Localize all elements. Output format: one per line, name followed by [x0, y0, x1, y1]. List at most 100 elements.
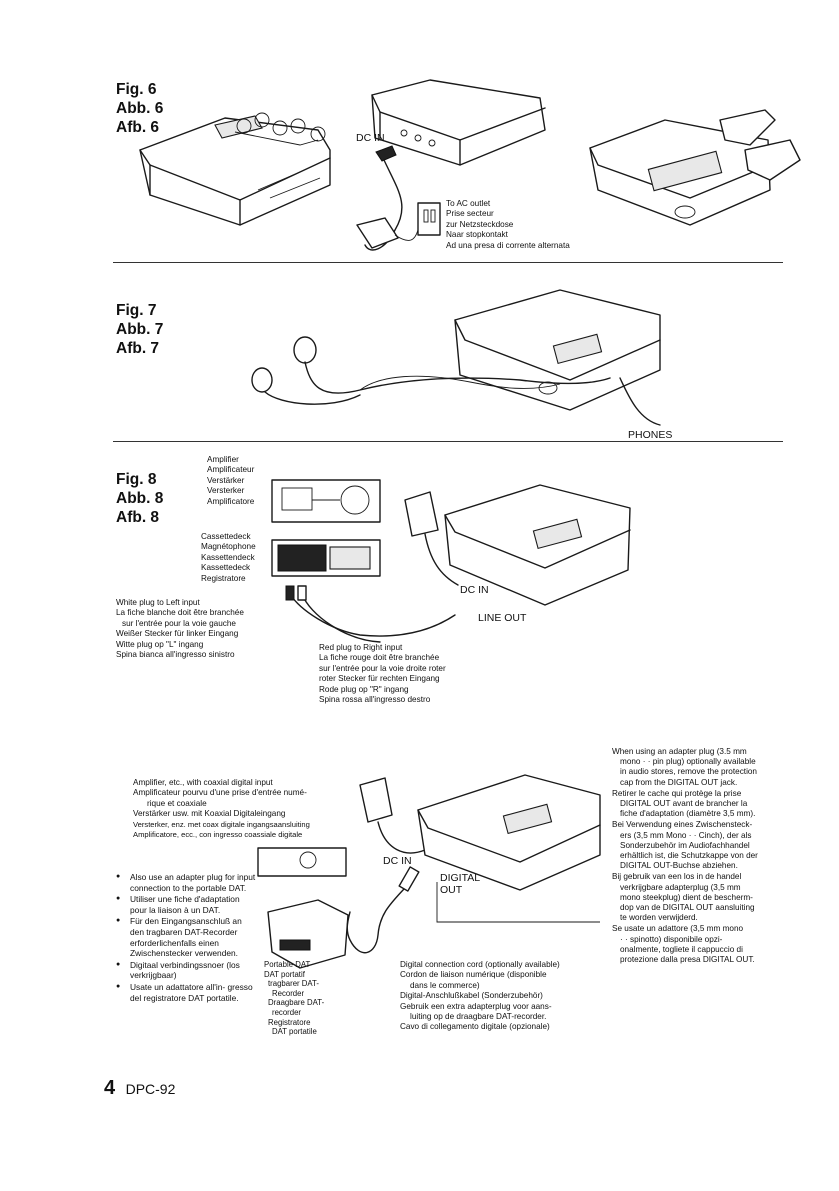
note-line: Sonderzubehör im Audiofachhandel: [620, 840, 750, 850]
dat-line: Recorder: [272, 988, 305, 998]
divider: [113, 262, 783, 263]
red-plug-line: sur l'entrée pour la voie droite roter: [319, 663, 446, 673]
headphones-player-illustration: [251, 289, 661, 426]
note-line: Bij gebruik van een los in de handel: [612, 872, 742, 882]
dat-line: DAT portatif: [264, 969, 305, 979]
coax-line: Amplifier, etc., with coaxial digital in…: [133, 778, 273, 787]
bullet-item: Für den Eingangsanschluß an den tragbare…: [116, 916, 258, 958]
white-plug-line: Spina bianca all'ingresso sinistro: [116, 650, 235, 660]
fig8-connection-illustration: [271, 479, 631, 643]
digital-cord-caption: Digital connection cord (optionally avai…: [400, 960, 560, 1033]
coax-line: Amplificatore, ecc., con ingresso coassi…: [133, 830, 303, 840]
fig8-label-nl: Afb. 8: [116, 509, 160, 526]
fig9-digital-illustration: [257, 774, 601, 969]
outlet-line: zur Netzsteckdose: [446, 219, 514, 229]
dat-line: Draagbare DAT-: [268, 998, 325, 1008]
bullet-item: Also use an adapter plug for input conne…: [116, 872, 258, 893]
note-nl: Bij gebruik van een los in de handel ver…: [612, 872, 800, 923]
note-line: mono · · pin plug) optionally available: [620, 757, 756, 767]
note-line: DIGITAL OUT-Buchse abziehen.: [620, 861, 738, 871]
amplifier-line: Verstärker: [207, 475, 245, 485]
cord-line: luiting op de draagbare DAT-recorder.: [410, 1012, 547, 1022]
bullet-item: Usate un adattatore all'in- gresso del r…: [116, 982, 258, 1003]
player-battery-illustration: [139, 112, 331, 226]
bullet-item: Utiliser une fiche d'adaptation pour la …: [116, 894, 258, 915]
cassette-caption: Cassettedeck Magnétophone Kassettendeck …: [201, 532, 256, 584]
digital-out-label: DIGITAL OUT: [440, 872, 480, 896]
fig8-dc-in-label: DC IN: [460, 584, 489, 596]
fig7-label-de: Abb. 7: [116, 321, 164, 338]
white-plug-caption: White plug to Left input La fiche blanch…: [116, 598, 244, 660]
white-plug-line: Witte plug op "L" ingang: [116, 639, 204, 649]
red-plug-line: roter Stecker für rechten Eingang: [319, 674, 440, 684]
digital-out-line: OUT: [440, 884, 463, 896]
cassette-line: Registratore: [201, 573, 246, 583]
note-line: dop van de DIGITAL OUT aansluiting: [620, 903, 755, 913]
outlet-line: Ad una presa di corrente alternata: [446, 240, 570, 250]
note-line: Bei Verwendung eines Zwischensteck-: [612, 820, 753, 830]
coax-line: Verstärker usw. mit Koaxial Digitaleinga…: [133, 809, 286, 819]
note-fr: Retirer le cache qui protège la prise DI…: [612, 789, 800, 820]
note-line: verkrijgbare adapterplug (3,5 mm: [620, 882, 741, 892]
note-line: ers (3,5 mm Mono · · Cinch), der als: [620, 830, 752, 840]
cord-line: Digital connection cord (optionally avai…: [400, 960, 560, 969]
dc-in-illustration: [356, 79, 546, 251]
red-plug-line: Spina rossa all'ingresso destro: [319, 695, 431, 705]
amplifier-coax-caption: Amplifier, etc., with coaxial digital in…: [133, 778, 310, 840]
page-number: 4: [104, 1077, 116, 1099]
cassette-line: Cassettedeck: [201, 532, 251, 541]
amplifier-line: Amplifier: [207, 455, 239, 464]
line-out-label: LINE OUT: [478, 612, 527, 624]
fig7-label-en: Fig. 7: [116, 302, 157, 319]
phones-label: PHONES: [628, 429, 673, 441]
note-line: te worden verwijderd.: [620, 913, 698, 923]
fig7-labels: Fig. 7 Abb. 7 Afb. 7: [116, 301, 163, 358]
dat-line: tragbarer DAT-: [268, 979, 319, 989]
white-plug-line: sur l'entrée pour la voie gauche: [122, 618, 236, 628]
page-footer: 4 DPC-92: [104, 1077, 175, 1100]
note-line: in audio stores, remove the protection: [620, 767, 757, 777]
fig6-dc-in-label: DC IN: [356, 132, 385, 144]
digital-out-line: DIGITAL: [440, 872, 481, 884]
amplifier-line: Amplificatore: [207, 496, 255, 506]
amplifier-line: Versterker: [207, 486, 245, 496]
fig9-dc-in-label: DC IN: [383, 855, 412, 867]
bullet-item: Digitaal verbindingssnoer (los verkrijgb…: [116, 960, 258, 981]
divider: [113, 441, 783, 442]
dat-line: Registratore: [268, 1017, 311, 1027]
hand-pressing-illustration: [589, 109, 801, 226]
white-plug-line: La fiche blanche doit être branchée: [116, 608, 244, 618]
cord-line: dans le commerce): [410, 980, 480, 990]
note-line: protezione dalla presa DIGITAL OUT.: [620, 955, 755, 965]
note-line: fiche d'adaptation (diamètre 3,5 mm).: [620, 809, 756, 819]
fig6-labels: Fig. 6 Abb. 6 Afb. 6: [116, 80, 163, 137]
note-de: Bei Verwendung eines Zwischensteck- ers …: [612, 820, 800, 871]
note-line: onalmente, togliete il cappuccio di: [620, 944, 743, 954]
fig9-bullet-list: Also use an adapter plug for input conne…: [116, 872, 258, 1004]
outlet-line: Naar stopkontakt: [446, 230, 508, 240]
note-line: cap from the DIGITAL OUT jack.: [620, 777, 738, 787]
cord-line: Cavo di collegamento digitale (opzionale…: [400, 1022, 550, 1032]
red-plug-line: Red plug to Right input: [319, 643, 403, 652]
coax-line: Versterker, enz. met coax digitale ingan…: [133, 819, 310, 829]
fig8-labels: Fig. 8 Abb. 8 Afb. 8: [116, 470, 163, 527]
note-line: mono steekplug) dient de bescherm-: [620, 892, 753, 902]
dat-line: recorder: [272, 1007, 302, 1017]
cassette-line: Kassettendeck: [201, 552, 255, 562]
red-plug-line: La fiche rouge doit être branchée: [319, 653, 440, 663]
cassette-line: Magnétophone: [201, 542, 256, 552]
fig7-label-nl: Afb. 7: [116, 340, 160, 357]
portable-dat-caption: Portable DAT DAT portatif tragbarer DAT-…: [264, 960, 344, 1037]
fig6-label-de: Abb. 6: [116, 100, 164, 117]
outlet-line: To AC outlet: [446, 199, 491, 208]
white-plug-line: White plug to Left input: [116, 598, 200, 607]
red-plug-line: Rode plug op "R" ingang: [319, 684, 409, 694]
amplifier-caption: Amplifier Amplificateur Verstärker Verst…: [207, 455, 254, 507]
note-line: When using an adapter plug (3.5 mm: [612, 747, 747, 756]
cassette-line: Kassettedeck: [201, 563, 251, 573]
white-plug-line: Weißer Stecker für linker Eingang: [116, 629, 239, 639]
outlet-line: Prise secteur: [446, 209, 494, 219]
coax-line: Amplificateur pourvu d'une prise d'entré…: [133, 788, 307, 798]
note-line: · · spinotto) disponibile opzi-: [620, 934, 723, 944]
